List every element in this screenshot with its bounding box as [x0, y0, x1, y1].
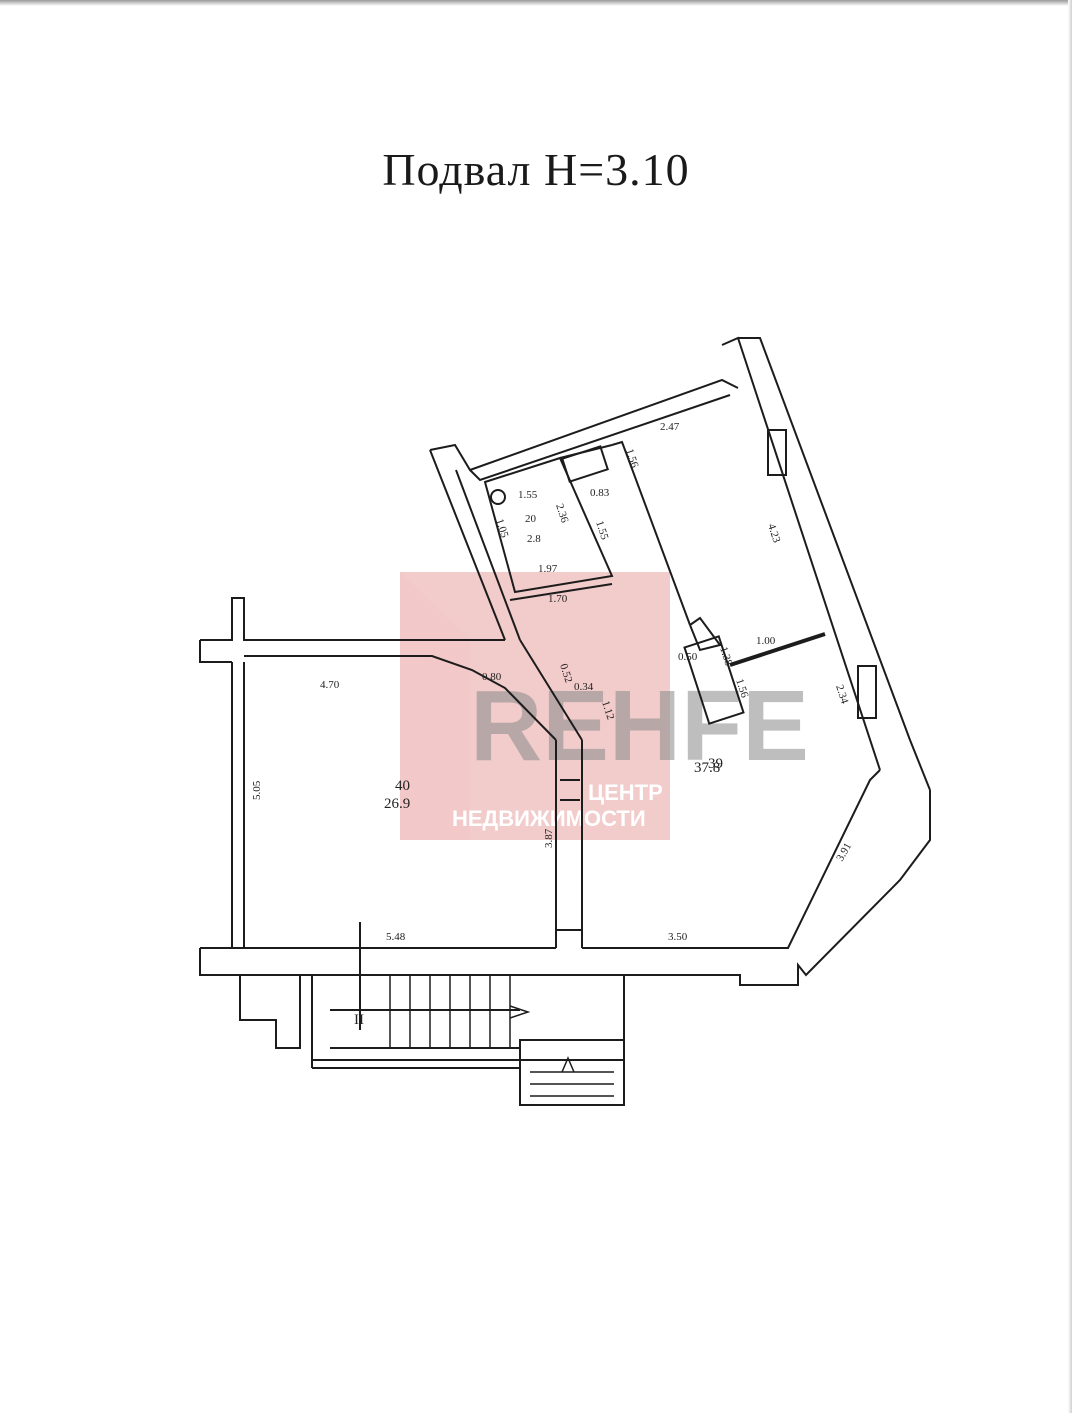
- dim-pillar-c: 1.56: [733, 677, 751, 699]
- page-title: Подвал H=3.10: [382, 144, 690, 195]
- wc-lower-line: [509, 583, 613, 601]
- stair-label: II: [354, 1012, 364, 1028]
- stair-treads: [389, 975, 614, 1097]
- dim-wc-mid: 2.36: [553, 502, 571, 524]
- dim-pillar-b: 1.38: [717, 645, 735, 667]
- watermark: REHFE ЦЕНТР НЕДВИЖИМОСТИ: [400, 572, 809, 840]
- stair-landing: [519, 1039, 625, 1106]
- wall-bottom-right: [582, 769, 881, 949]
- wall-corridor-right: [519, 639, 583, 741]
- wall-upper-left-inner: [455, 469, 521, 641]
- dim-wc-top: 1.55: [518, 489, 538, 501]
- wc-vent: [561, 445, 609, 483]
- dim-wc-bottom-a: 1.97: [538, 563, 558, 575]
- page-top-border: [0, 0, 1072, 6]
- window-right-1: [767, 429, 787, 476]
- walls: [199, 336, 931, 1106]
- page-right-edge: [1068, 0, 1072, 1413]
- wall-top-outer: [429, 378, 739, 472]
- dim-corridor-b: 0.34: [574, 681, 594, 693]
- pillar-top: [689, 616, 722, 652]
- dim-right-diag: 3.91: [834, 841, 854, 864]
- dim-partition-height: 3.87: [543, 828, 555, 848]
- wc-outline: [483, 456, 614, 594]
- dim-corridor-c: 1.12: [599, 699, 616, 721]
- stair-block: [311, 974, 625, 1061]
- wall-upper-left-outer: [429, 449, 506, 641]
- pillar: [683, 635, 745, 725]
- wall-left-top-outer: [200, 597, 505, 641]
- dim-right-mid: 1.00: [756, 635, 776, 647]
- dimension-labels: 4.70 5.05 5.48 0.80 3.87 3.50 3.91 4.23 …: [251, 421, 854, 1028]
- wc-fixture: [490, 489, 506, 505]
- dim-pillar-a: 0.50: [678, 651, 698, 663]
- stair-arrow-right: [509, 1005, 531, 1019]
- dim-wc-side: 1.05: [493, 517, 511, 539]
- beam: [729, 632, 826, 667]
- watermark-line1: ЦЕНТР: [588, 780, 663, 805]
- room-labels: 40 26.9 39 37.8 20 2.8: [384, 513, 723, 812]
- dim-left-bottom: 5.48: [386, 931, 406, 943]
- wall-left-top-inner: [244, 655, 557, 741]
- dim-corridor-a: 0.52: [557, 662, 574, 684]
- dim-wc-right: 0.83: [590, 487, 610, 499]
- dim-left-diag: 0.80: [482, 671, 502, 683]
- room-wc-area: 2.8: [527, 533, 541, 545]
- room-left-number: 40: [395, 778, 410, 794]
- dim-right-bottom: 3.50: [668, 931, 688, 943]
- dim-wc-right-side: 1.55: [593, 519, 611, 541]
- dim-right-corner: 1.56: [623, 447, 641, 469]
- room-wc-number: 20: [525, 513, 537, 525]
- dim-right-top: 2.47: [660, 421, 680, 433]
- wall-right-outer: [738, 337, 931, 791]
- room-left-area: 26.9: [384, 796, 410, 812]
- window-right-2: [857, 665, 877, 719]
- watermark-line2: НЕДВИЖИМОСТИ: [452, 806, 646, 831]
- stair-side: [239, 975, 301, 1049]
- wall-top-inner: [469, 394, 731, 482]
- dim-right-upper-side: 4.23: [765, 522, 783, 544]
- closet-partition: [611, 440, 691, 626]
- stair-arrow-up: [561, 1056, 575, 1073]
- dim-left-side: 5.05: [251, 780, 263, 800]
- room-right-area: 37.8: [694, 760, 720, 776]
- dim-right-lower-side: 2.34: [833, 683, 851, 705]
- watermark-brand: REHFE: [470, 670, 809, 782]
- dim-wc-bottom-b: 1.70: [548, 593, 568, 605]
- dim-left-top: 4.70: [320, 679, 340, 691]
- wall-left-stub: [199, 640, 232, 663]
- room-right-number: 39: [708, 756, 723, 772]
